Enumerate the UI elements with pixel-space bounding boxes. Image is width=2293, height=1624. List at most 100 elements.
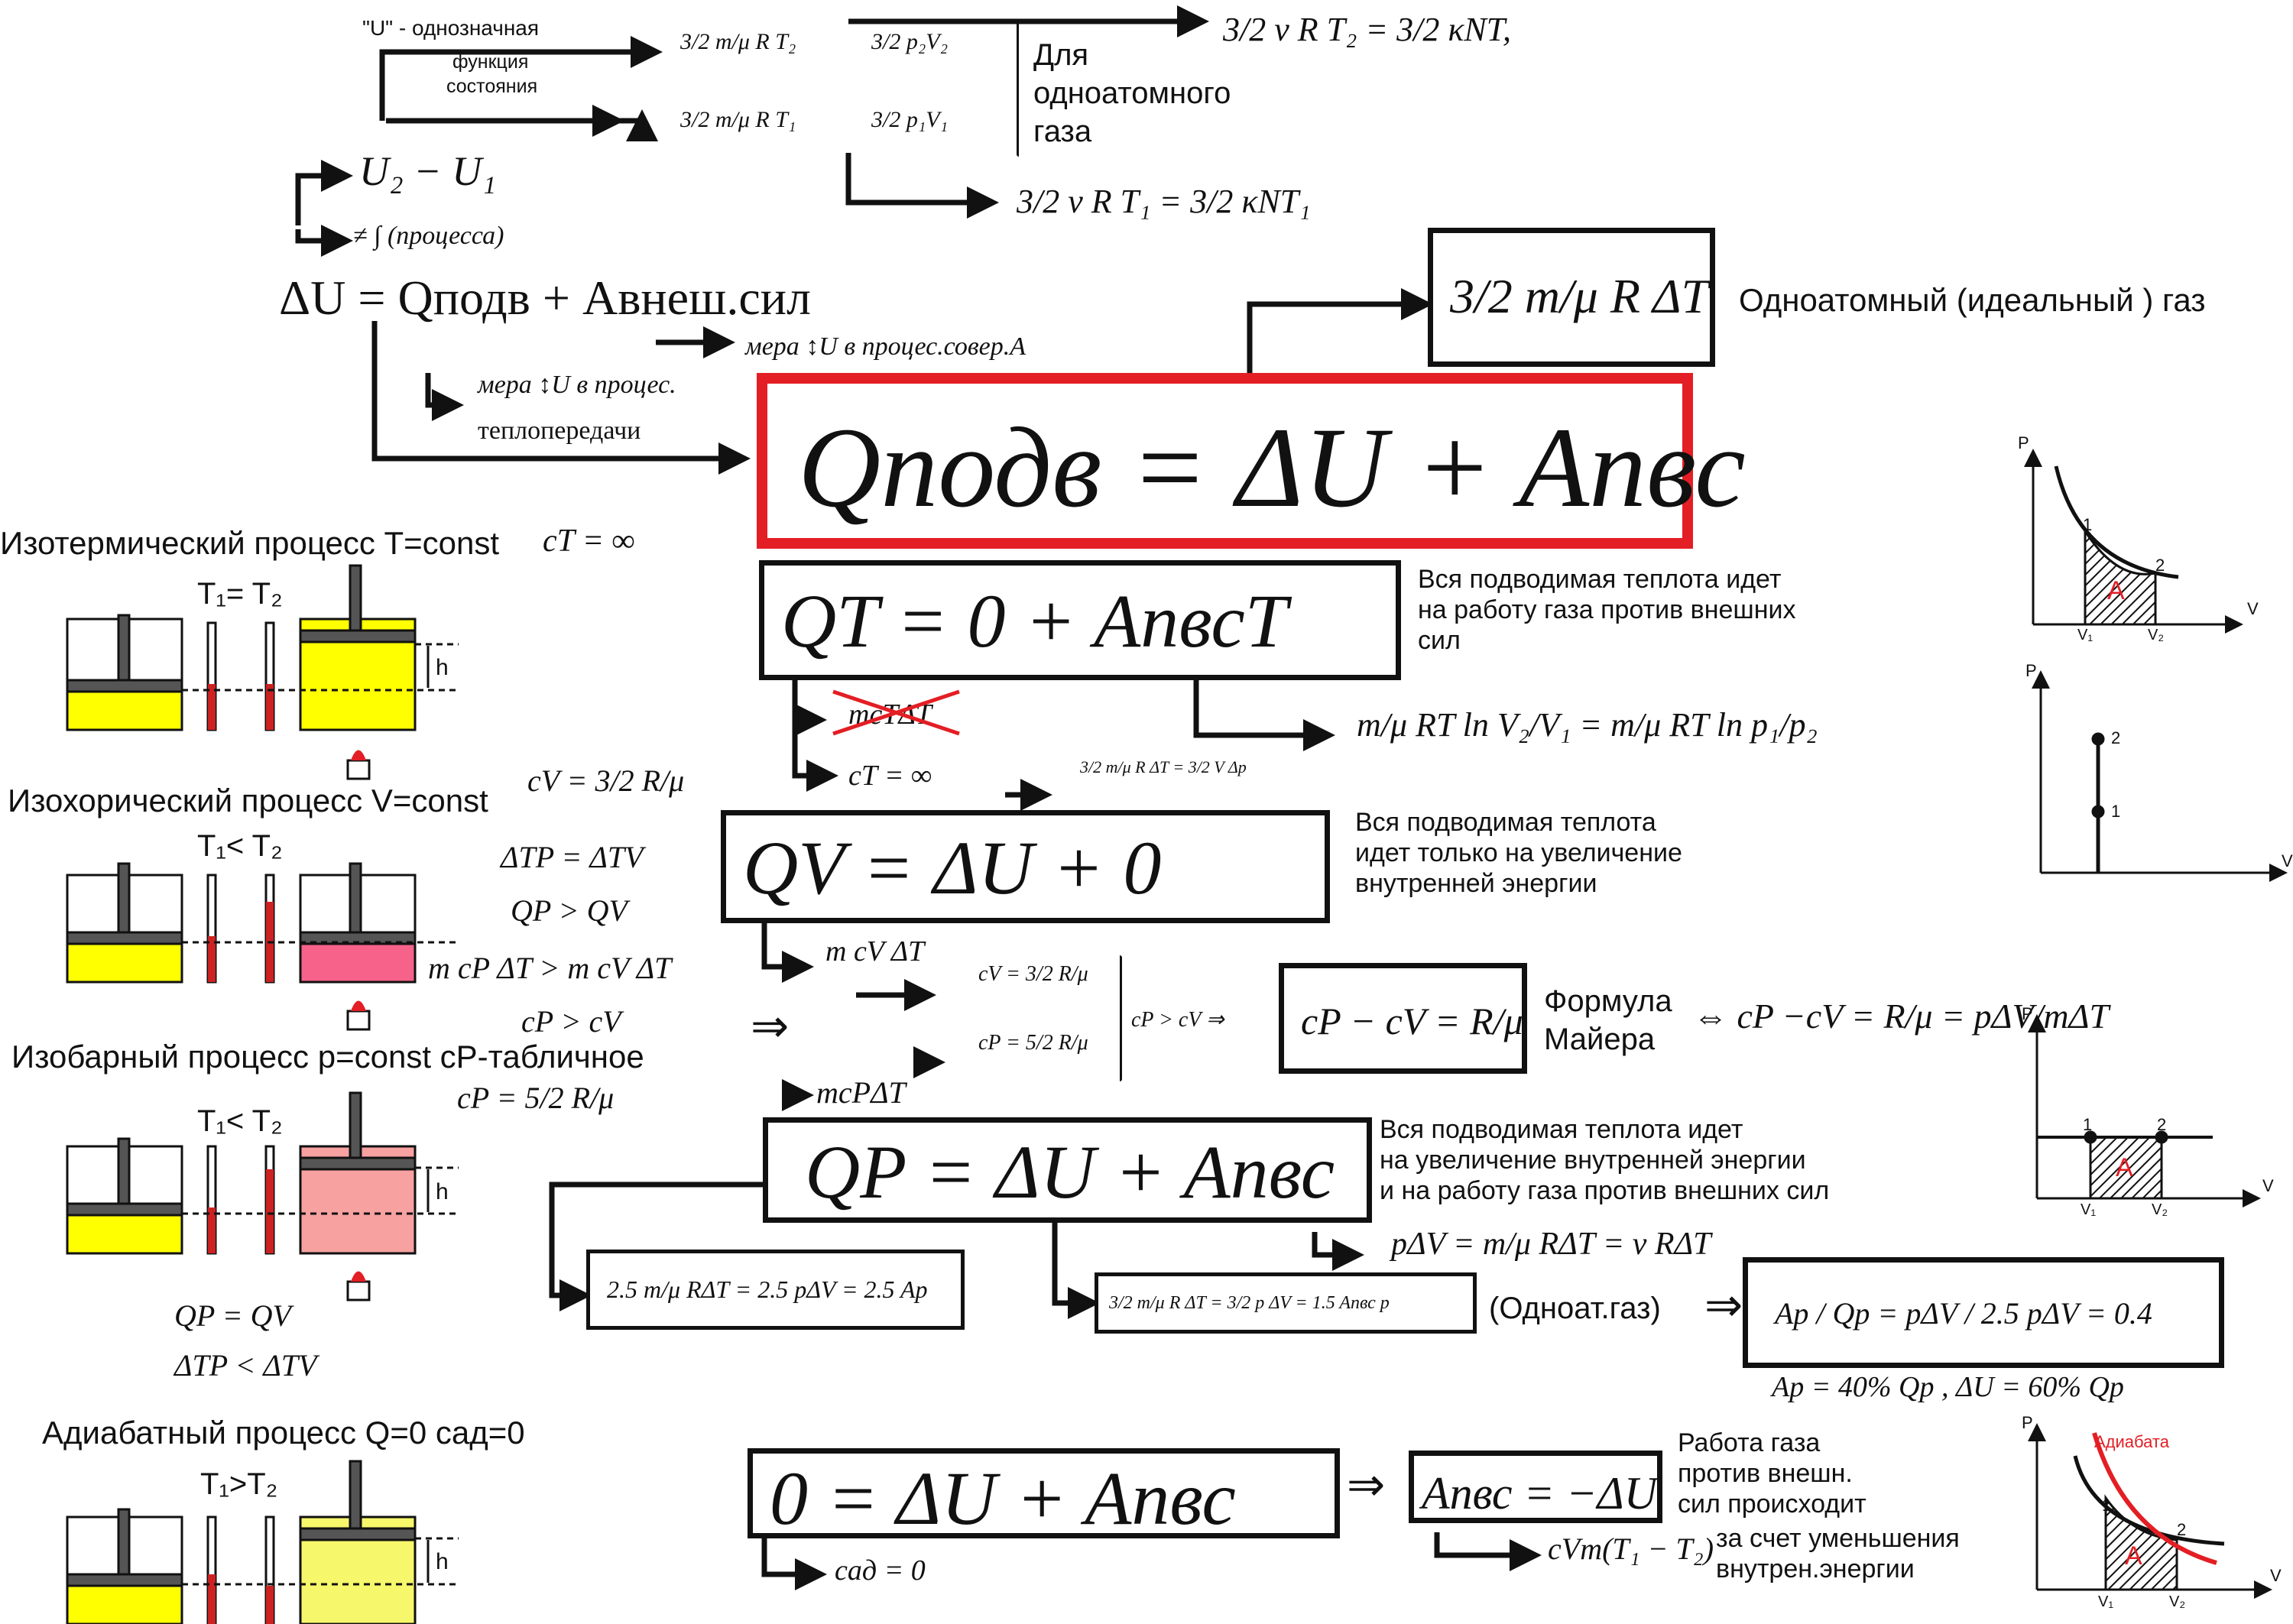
implies-arrow: ⇒ (751, 1001, 790, 1052)
adiabatic-equation-box: 0 = ΔU + Aпвс (748, 1448, 1340, 1541)
graph3-v1: V₁ (2081, 1201, 2097, 1218)
isochoric-cp-cv: cP > cV (521, 1004, 621, 1039)
adiabat-graph (2028, 1423, 2272, 1599)
graph3-point2: 2 (2157, 1115, 2167, 1134)
adiabatic-cad: cад = 0 (835, 1554, 926, 1587)
isothermal-equation: QT = 0 + AпвсT (781, 579, 1288, 663)
monatomic-label-2: одноатомного (1033, 76, 1231, 110)
main-law-box: Qподв = ΔU + Aпвс (757, 373, 1746, 549)
graph1-v1: V₁ (2077, 627, 2094, 643)
state-function-note-2: функция (452, 51, 529, 73)
isobaric-note-2: на увеличение внутренней энергии (1380, 1146, 1806, 1175)
graph1-v-label: V (2247, 599, 2259, 618)
internal-energy-t1: 3/2 m/μ R T₁ (680, 107, 796, 132)
cp-definition: cP = 5/2 R/μ (978, 1031, 1088, 1055)
mayer-formula: cP − cV = R/μ (1301, 1000, 1523, 1042)
brace (1017, 19, 1021, 157)
height-label-adiabatic: h (436, 1549, 449, 1574)
graph4-area: A (2125, 1541, 2142, 1571)
internal-energy-t2: 3/2 m/μ R T₂ (680, 29, 796, 54)
isothermal-equation-box: QT = 0 + AпвсT (759, 560, 1401, 680)
cp-cv-brace (1117, 955, 1122, 1081)
adiabatic-implies-arrow: ⇒ (1347, 1460, 1386, 1510)
isochore-graph (2032, 670, 2288, 882)
graph3-v2: V₂ (2152, 1201, 2168, 1218)
isobaric-q-formula: 2.5 m/μ RΔT = 2.5 pΔV = 2.5 Ap (607, 1276, 928, 1303)
isochoric-note-2: идет только на увеличение (1355, 838, 1682, 867)
isothermal-ct: cT = ∞ (848, 760, 932, 792)
adiabatic-result-box: Aпвс = −ΔU (1409, 1451, 1662, 1523)
percent-formula: Ap = 40% Qp , ΔU = 60% Qp (1772, 1371, 2124, 1403)
main-law-formula: Qподв = ΔU + Aпвс (798, 404, 1746, 531)
monatomic-gas-note: (Одноат.газ) (1489, 1292, 1661, 1325)
graph1-point1: 1 (2083, 515, 2093, 534)
isothermal-note-3: сил (1418, 626, 1461, 655)
isobaric-u-box: 3/2 m/μ R ΔT = 3/2 p ΔV = 1.5 Aпвс p (1095, 1272, 1477, 1334)
adiabatic-work: cVm(T₁ − T₂) (1548, 1532, 1714, 1566)
isothermal-temps: T₁= T₂ (197, 577, 283, 611)
isothermal-cylinders (66, 564, 459, 780)
isotherm-graph (2024, 449, 2243, 634)
adiabatic-temps: T₁>T₂ (200, 1467, 278, 1501)
monatomic-gas-label: Одноатомный (идеальный ) газ (1739, 282, 2206, 318)
isobaric-work: pΔV = m/μ RΔT = ν RΔT (1391, 1227, 1711, 1262)
graph1-p-label: P (2018, 433, 2029, 452)
isobar-graph (2028, 1014, 2261, 1207)
isochoric-note-1: Вся подводимая теплота (1355, 808, 1656, 837)
isothermal-small-formula: 3/2 m/μ R ΔT = 3/2 V Δp (1080, 757, 1247, 776)
isobaric-note-3: и на работу газа против внешних сил (1380, 1176, 1830, 1205)
graph3-point1: 1 (2083, 1115, 2093, 1134)
isochoric-cylinders (66, 862, 459, 1031)
isobaric-q-box: 2.5 m/μ RΔT = 2.5 pΔV = 2.5 Ap (586, 1250, 965, 1330)
graph2-v-label: V (2282, 851, 2293, 870)
state-function-note: "U" - однозначная (362, 16, 540, 40)
graph2-point1: 1 (2111, 802, 2121, 821)
state-function-note-3: состояния (446, 76, 538, 97)
graph4-p-label: P (2022, 1413, 2033, 1432)
adiabatic-note-4: за счет уменьшения (1716, 1524, 1960, 1553)
ratio-formula: Ap / Qp = pΔV / 2.5 pΔV = 0.4 (1775, 1296, 2152, 1331)
graph1-area: A (2107, 576, 2125, 605)
graph3-v-label: V (2262, 1176, 2274, 1195)
adiabatic-note-2: против внешн. (1678, 1459, 1853, 1488)
isochoric-equation-box: QV = ΔU + 0 (721, 810, 1330, 923)
energy-t2-result: 3/2 ν R T₂ = 3/2 κNT, (1223, 11, 1511, 48)
isochoric-m-compare: m cP ΔT > m cV ΔT (428, 951, 672, 985)
graph4-point1: 1 (2102, 1496, 2112, 1515)
graph4-v2: V₂ (2169, 1593, 2186, 1610)
ratio-box: Ap / Qp = pΔV / 2.5 pΔV = 0.4 (1743, 1257, 2224, 1368)
isothermal-work: m/μ RT ln V₂/V₁ = m/μ RT ln p₁/p₂ (1357, 706, 1818, 744)
graph2-p-label: P (2025, 661, 2037, 680)
isochoric-dt: ΔTP = ΔTV (501, 840, 644, 874)
heat-measure-note-1: мера ↕U в процес. (478, 371, 676, 399)
cv-definition: cV = 3/2 R/μ (978, 962, 1088, 986)
monatomic-label-1: Для (1033, 38, 1089, 72)
isochoric-note-3: внутренней энергии (1355, 869, 1597, 898)
monatomic-energy-box: 3/2 m/μ R ΔT (1428, 228, 1715, 367)
mayer-label-1: Формула (1544, 984, 1672, 1018)
first-law: ΔU = Qподв + Aвнеш.сил (279, 271, 811, 325)
cp-greater-cv: cP > cV ⇒ (1131, 1008, 1224, 1032)
isothermal-title: Изотермический процесс T=const (0, 525, 500, 561)
isobaric-dt: ΔTP < ΔTV (174, 1348, 317, 1383)
isochoric-temps: T₁< T₂ (197, 829, 283, 863)
graph2-point2: 2 (2111, 728, 2121, 747)
internal-energy-p1v1: 3/2 p₁V₁ (871, 107, 949, 132)
work-measure-note: мера ↕U в процес.совер.А (745, 332, 1026, 361)
isothermal-note-1: Вся подводимая теплота идет (1418, 565, 1782, 594)
adiabatic-cylinders (66, 1460, 459, 1624)
mayer-box: cP − cV = R/μ (1279, 963, 1527, 1074)
adiabatic-result: Aпвс = −ΔU (1422, 1468, 1658, 1519)
isochoric-equation: QV = ΔU + 0 (743, 825, 1162, 910)
isobaric-u-formula: 3/2 m/μ R ΔT = 3/2 p ΔV = 1.5 Aпвс p (1109, 1293, 1390, 1313)
graph3-area: A (2116, 1153, 2133, 1182)
isobaric-note-1: Вся подводимая теплота идет (1380, 1115, 1743, 1144)
adiabatic-note-1: Работа газа (1678, 1428, 1821, 1457)
isothermal-note-2: на работу газа против внешних (1418, 595, 1796, 624)
mayer-label-2: Майера (1544, 1023, 1656, 1056)
graph4-point2: 2 (2177, 1520, 2187, 1539)
adiabatic-note-5: внутрен.энергии (1716, 1554, 1915, 1583)
